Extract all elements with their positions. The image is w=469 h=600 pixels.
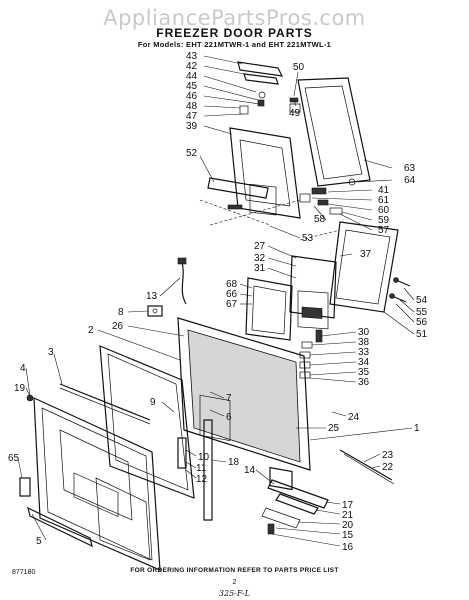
- callout-47: 47: [186, 111, 198, 122]
- document-code: 877180: [12, 569, 36, 576]
- callout-68: 68: [226, 279, 238, 290]
- callout-38: 38: [358, 337, 370, 348]
- strip-3: [59, 383, 151, 425]
- door-panel-top: [297, 77, 371, 187]
- door-shelf-5: [27, 506, 93, 548]
- callout-3: 3: [48, 347, 54, 358]
- small-parts-30-36: [299, 329, 323, 379]
- callout-60: 60: [378, 205, 390, 216]
- callout-43: 43: [186, 51, 198, 62]
- callout-10: 10: [198, 452, 210, 463]
- top-hinge-parts: [237, 61, 301, 115]
- callout-1: 1: [414, 423, 420, 434]
- callout-51: 51: [416, 329, 428, 340]
- inner-door-liner: [33, 397, 161, 571]
- callout-9: 9: [150, 397, 156, 408]
- callout-59: 59: [378, 215, 390, 226]
- callout-11: 11: [196, 463, 207, 474]
- callout-7: 7: [226, 393, 232, 404]
- callout-20: 20: [342, 520, 354, 531]
- ordering-footer: FOR ORDERING INFORMATION REFER TO PARTS …: [130, 567, 339, 574]
- callout-2: 2: [88, 325, 94, 336]
- callout-39: 39: [186, 121, 198, 132]
- callout-labels: 43 42 44 45 46 48 47 39 50 49 52 63 64 4…: [8, 51, 428, 553]
- callout-23: 23: [382, 450, 394, 461]
- door-gasket: [99, 345, 195, 499]
- handle-52: [199, 177, 301, 226]
- handwritten-note: 325-F-L: [218, 589, 251, 598]
- callout-56: 56: [416, 317, 428, 328]
- callout-31: 31: [254, 263, 266, 274]
- callout-64: 64: [404, 175, 416, 186]
- callout-13: 13: [146, 291, 158, 302]
- callout-5: 5: [36, 536, 42, 547]
- callout-16: 16: [342, 542, 354, 553]
- callout-27: 27: [254, 241, 266, 252]
- callout-37: 37: [360, 249, 372, 260]
- screw-set-right: [389, 277, 411, 303]
- callout-44: 44: [186, 71, 198, 82]
- callout-50: 50: [293, 62, 305, 73]
- frame-68: [245, 277, 293, 341]
- model-subtitle: For Models: EHT 221MTWR-1 and EHT 221MTW…: [137, 40, 332, 49]
- callout-19: 19: [14, 383, 26, 394]
- main-door-foam: [177, 317, 311, 491]
- callout-42: 42: [186, 61, 198, 72]
- callout-53: 53: [302, 233, 314, 244]
- callout-63: 63: [404, 163, 416, 174]
- callout-30: 30: [358, 327, 370, 338]
- callout-49: 49: [289, 108, 301, 119]
- bottom-bracket-parts: [261, 449, 395, 535]
- callout-24: 24: [348, 412, 360, 423]
- callout-41: 41: [378, 185, 390, 196]
- callout-21: 21: [342, 510, 354, 521]
- dispenser-housing: [289, 255, 337, 330]
- callout-67: 67: [226, 299, 238, 310]
- leader-lines: [17, 55, 415, 547]
- hinge-65: [19, 477, 31, 497]
- bottom-hinge-8: [147, 305, 163, 317]
- callout-45: 45: [186, 81, 198, 92]
- wire-harness: [177, 257, 187, 305]
- callout-66: 66: [226, 289, 238, 300]
- callout-36: 36: [358, 377, 370, 388]
- watermark: AppliancePartsPros.com: [103, 6, 366, 30]
- callout-61: 61: [378, 195, 390, 206]
- callout-4: 4: [20, 363, 26, 374]
- inner-liner: [229, 127, 301, 219]
- callout-54: 54: [416, 295, 428, 306]
- callout-52: 52: [186, 148, 198, 159]
- callout-15: 15: [342, 530, 354, 541]
- callout-6: 6: [226, 412, 232, 423]
- page-title: FREEZER DOOR PARTS: [156, 26, 313, 40]
- page-number: 2: [232, 579, 237, 586]
- callout-32: 32: [254, 253, 266, 264]
- callout-33: 33: [358, 347, 370, 358]
- callout-18: 18: [228, 457, 240, 468]
- side-hinge-parts: [299, 178, 356, 215]
- callout-8: 8: [118, 307, 124, 318]
- callout-17: 17: [342, 500, 354, 511]
- callout-14: 14: [244, 465, 256, 476]
- callout-34: 34: [358, 357, 370, 368]
- breaker-strips: [177, 419, 213, 521]
- callout-35: 35: [358, 367, 370, 378]
- callout-22: 22: [382, 462, 394, 473]
- callout-46: 46: [186, 91, 198, 102]
- callout-26: 26: [112, 321, 124, 332]
- callout-48: 48: [186, 101, 198, 112]
- callout-58: 58: [314, 214, 326, 225]
- callout-57: 57: [378, 225, 390, 236]
- callout-25: 25: [328, 423, 340, 434]
- callout-65: 65: [8, 453, 20, 464]
- callout-12: 12: [196, 474, 208, 485]
- callout-55: 55: [416, 307, 428, 318]
